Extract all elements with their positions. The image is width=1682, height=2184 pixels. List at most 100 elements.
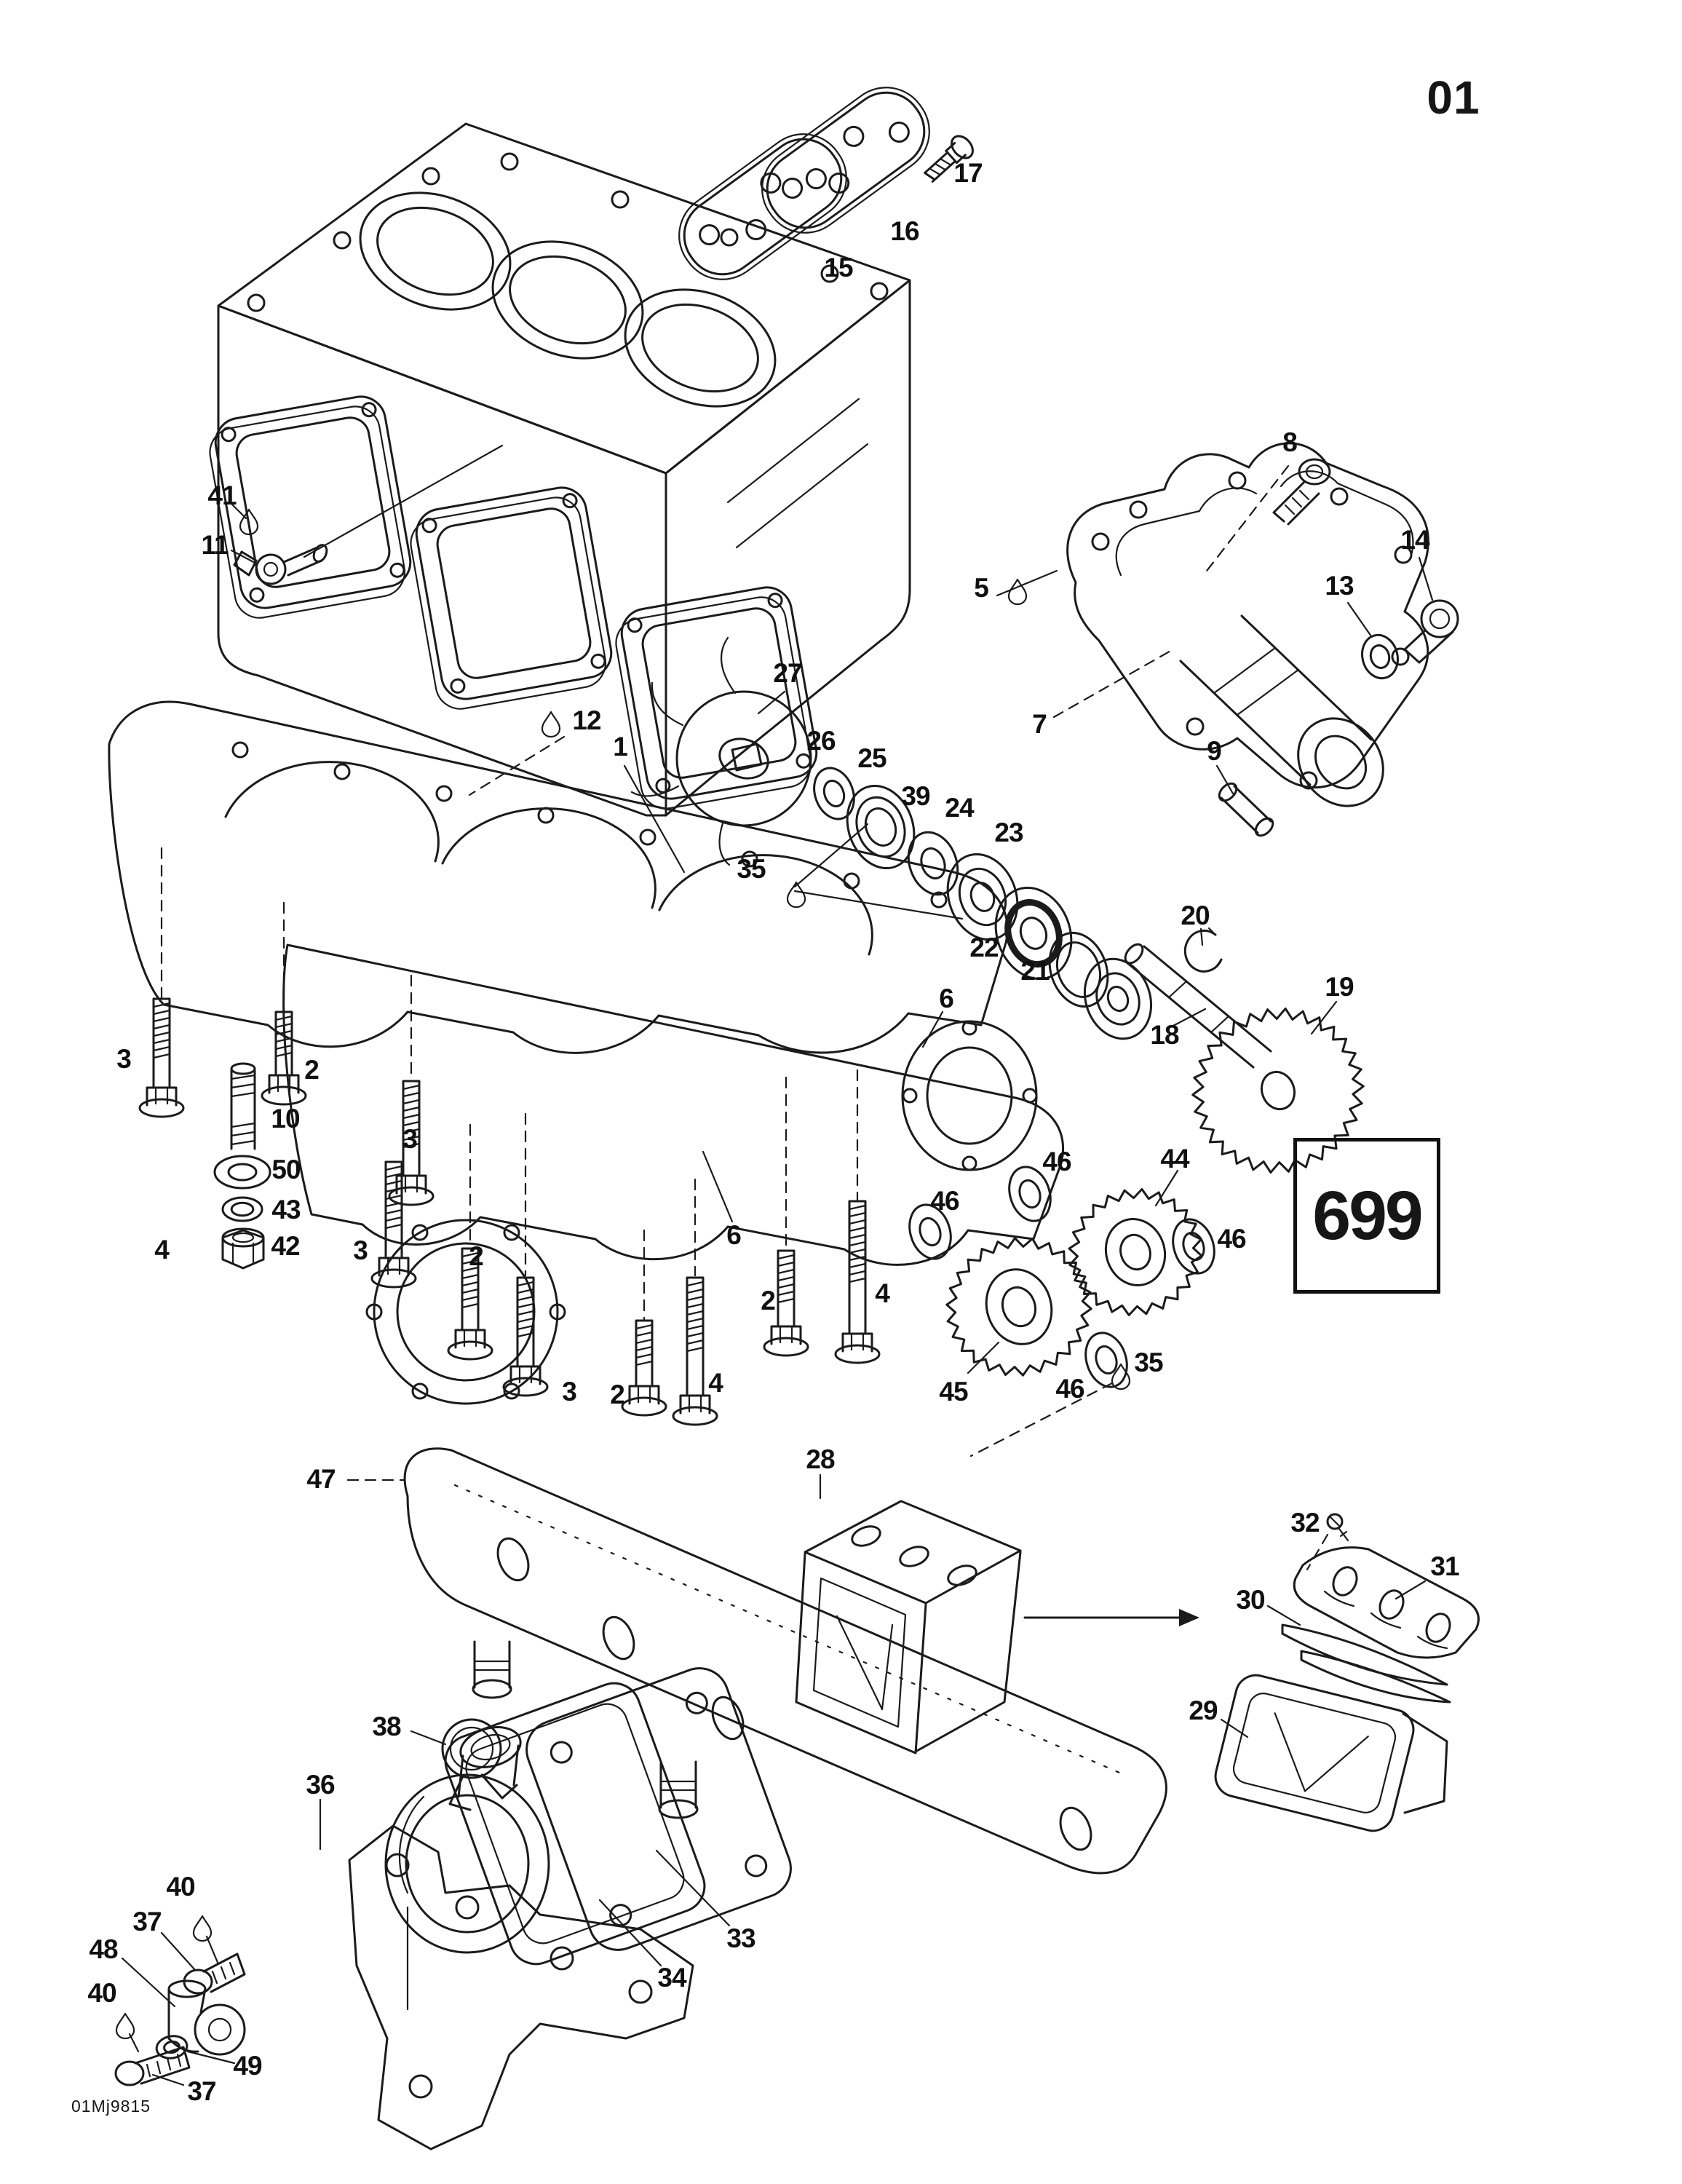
leader-line xyxy=(186,2050,236,2065)
pump-gears xyxy=(945,1007,1365,1377)
callout-8: 8 xyxy=(1282,427,1298,457)
callout-3: 3 xyxy=(402,1124,418,1154)
bracket-36 xyxy=(348,1824,694,2151)
callout-1: 1 xyxy=(613,732,628,761)
callout-11: 11 xyxy=(201,530,229,560)
pump-shaft-18 xyxy=(1124,943,1272,1069)
callout-7: 7 xyxy=(1032,709,1047,739)
leader-line xyxy=(410,1730,447,1746)
impeller-27 xyxy=(630,636,812,866)
callout-40: 40 xyxy=(87,1978,116,2008)
callout-10: 10 xyxy=(271,1104,300,1133)
reed-valve-body-29 xyxy=(1214,1674,1448,1832)
callout-2: 2 xyxy=(469,1241,484,1271)
callout-38: 38 xyxy=(372,1712,401,1741)
callout-28: 28 xyxy=(806,1444,835,1474)
page-number: 01 xyxy=(1427,71,1480,124)
callout-3: 3 xyxy=(353,1235,368,1265)
leader-line xyxy=(1052,648,1175,719)
leader-line xyxy=(757,690,786,715)
bolt-37-lower-icon xyxy=(114,2046,191,2086)
bolt xyxy=(388,1080,435,1206)
bolt xyxy=(621,1319,667,1417)
callout-37: 37 xyxy=(132,1907,162,1936)
washer-ring xyxy=(221,1196,263,1222)
callout-21: 21 xyxy=(1020,956,1050,986)
gear-44 xyxy=(1068,1188,1203,1316)
callout-2: 2 xyxy=(761,1286,776,1315)
gasket-33 xyxy=(525,1667,792,1951)
callout-22: 22 xyxy=(969,933,999,962)
manifold-nipple xyxy=(472,1640,512,1699)
callout-3: 3 xyxy=(562,1377,577,1406)
callout-25: 25 xyxy=(857,743,886,773)
leader-line xyxy=(205,1935,220,1966)
leader-line xyxy=(230,549,258,565)
crankcase-lower-half xyxy=(282,943,1064,1405)
exploded-view-arrow xyxy=(1023,1609,1199,1626)
leader-line xyxy=(702,1150,734,1223)
bolt xyxy=(672,1276,718,1426)
reed-petals-30 xyxy=(1281,1623,1451,1704)
callout-16: 16 xyxy=(890,216,919,246)
intake-manifold-47 xyxy=(403,1447,1167,1875)
callout-4: 4 xyxy=(154,1235,170,1265)
bolt xyxy=(502,1276,549,1397)
callout-40: 40 xyxy=(166,1872,195,1902)
oil-droplet-icon xyxy=(115,2012,135,2040)
oil-droplet-icon xyxy=(541,711,561,738)
leader-line xyxy=(121,1957,176,2008)
gear-19 xyxy=(1191,1007,1365,1174)
reed-valve-28 xyxy=(795,1500,1022,1754)
callout-6: 6 xyxy=(726,1220,742,1250)
leader-line xyxy=(230,502,247,520)
callout-31: 31 xyxy=(1430,1551,1459,1581)
callout-5: 5 xyxy=(974,573,989,603)
oil-droplet-icon xyxy=(1007,578,1028,606)
stud-10 xyxy=(230,1062,256,1150)
leader-line xyxy=(1266,1605,1301,1626)
callout-30: 30 xyxy=(1236,1585,1265,1615)
bolt xyxy=(138,997,185,1118)
crankcase-upper-half xyxy=(108,700,1009,1054)
case-bolts xyxy=(138,997,881,1426)
leader-lines xyxy=(121,444,1434,2086)
leader-line xyxy=(969,1382,1114,1457)
callout-15: 15 xyxy=(824,253,853,282)
callout-9: 9 xyxy=(1207,736,1222,766)
leader-line xyxy=(1215,764,1234,795)
bearing-and-washer-stack xyxy=(155,633,1399,2060)
washer-ring xyxy=(1008,1166,1052,1222)
callout-12: 12 xyxy=(572,705,601,735)
circlip-20 xyxy=(1183,927,1223,973)
leader-line xyxy=(655,1849,731,1927)
oil-line-fitting-11 xyxy=(233,544,328,585)
bolt-8-icon xyxy=(1272,458,1331,526)
leader-line xyxy=(1310,1000,1338,1035)
callout-3: 3 xyxy=(116,1044,132,1074)
leader-line xyxy=(623,764,686,874)
callout-19: 19 xyxy=(1325,972,1354,1002)
washer-ring xyxy=(155,2035,189,2060)
callout-37: 37 xyxy=(187,2076,216,2106)
callout-18: 18 xyxy=(1150,1020,1179,1050)
leader-line xyxy=(1220,1718,1249,1738)
callout-17: 17 xyxy=(953,158,983,188)
callout-42: 42 xyxy=(271,1231,300,1261)
screw-32-icon xyxy=(1326,1513,1349,1542)
reed-stopper-31 xyxy=(1293,1546,1480,1659)
leader-line xyxy=(921,1010,944,1048)
washer-ring xyxy=(1048,931,1109,1008)
leader-line xyxy=(1199,927,1204,946)
washer-ring xyxy=(907,831,959,896)
leader-line xyxy=(151,2073,185,2086)
engine-model-box: 699 xyxy=(1293,1138,1440,1294)
engine-model-number: 699 xyxy=(1312,1176,1424,1254)
callout-41: 41 xyxy=(207,480,237,510)
callout-34: 34 xyxy=(657,1963,686,1993)
washer-ring xyxy=(813,767,855,820)
oil-droplet-icon xyxy=(192,1915,213,1942)
callout-24: 24 xyxy=(945,793,974,823)
